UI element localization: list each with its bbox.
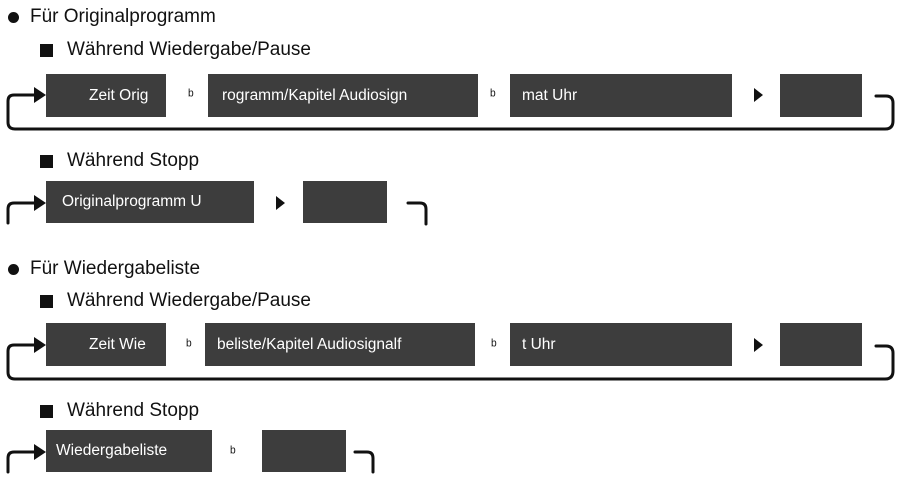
display-segment: rogramm/Kapitel Audiosign [208, 74, 478, 117]
display-segment-empty [780, 323, 862, 366]
group-heading-wiedergabe-pause: Während Wiedergabe/Pause [40, 290, 311, 312]
display-segment-empty [262, 430, 346, 472]
display-segment: Originalprogramm U [46, 181, 254, 223]
bullet-square-icon [40, 154, 53, 168]
group-heading-wiedergabe-pause: Während Wiedergabe/Pause [40, 39, 311, 61]
group-heading-stopp: Während Stopp [40, 150, 199, 172]
display-segment: t Uhr [510, 323, 732, 366]
pointer-icon: ᵇ [186, 337, 192, 354]
segment-label: Originalprogramm U [62, 193, 202, 210]
segment-label: rogramm/Kapitel Audiosign [222, 86, 408, 104]
display-segment: Zeit Wie [46, 323, 166, 366]
section-title: Für Wiedergabeliste [30, 258, 201, 279]
pointer-icon: ᵇ [491, 337, 497, 354]
segment-label: beliste/Kapitel Audiosignalf [217, 335, 402, 353]
bullet-square-icon [40, 294, 53, 308]
group-title: Während Wiedergabe/Pause [67, 290, 311, 311]
display-segment: beliste/Kapitel Audiosignalf [205, 323, 475, 366]
pointer-icon: ᵇ [188, 87, 194, 104]
segment-label: mat Uhr [522, 86, 578, 104]
segment-label: t Uhr [522, 335, 556, 353]
bullet-square-icon [40, 43, 53, 57]
group-title: Während Stopp [67, 400, 200, 421]
bullet-square-icon [40, 404, 53, 418]
display-segment: Zeit Orig [46, 74, 166, 117]
bullet-dot-icon [8, 263, 19, 275]
display-segment-empty [303, 181, 387, 223]
section-heading-wiedergabeliste: Für Wiedergabeliste [8, 258, 200, 280]
pointer-icon: ᵇ [490, 87, 496, 104]
section-title: Für Originalprogramm [30, 6, 216, 27]
segment-label: Wiedergabeliste [56, 442, 168, 459]
group-heading-stopp: Während Stopp [40, 400, 199, 422]
segment-label: Zeit Wie [89, 335, 146, 353]
pointer-icon: ᵇ [230, 444, 236, 461]
display-segment-empty [780, 74, 862, 117]
bullet-dot-icon [8, 11, 19, 23]
display-segment: mat Uhr [510, 74, 732, 117]
section-heading-originalprogramm: Für Originalprogramm [8, 6, 216, 28]
group-title: Während Stopp [67, 150, 200, 171]
group-title: Während Wiedergabe/Pause [67, 39, 311, 60]
display-segment: Wiedergabeliste [46, 430, 212, 472]
segment-label: Zeit Orig [89, 86, 149, 104]
